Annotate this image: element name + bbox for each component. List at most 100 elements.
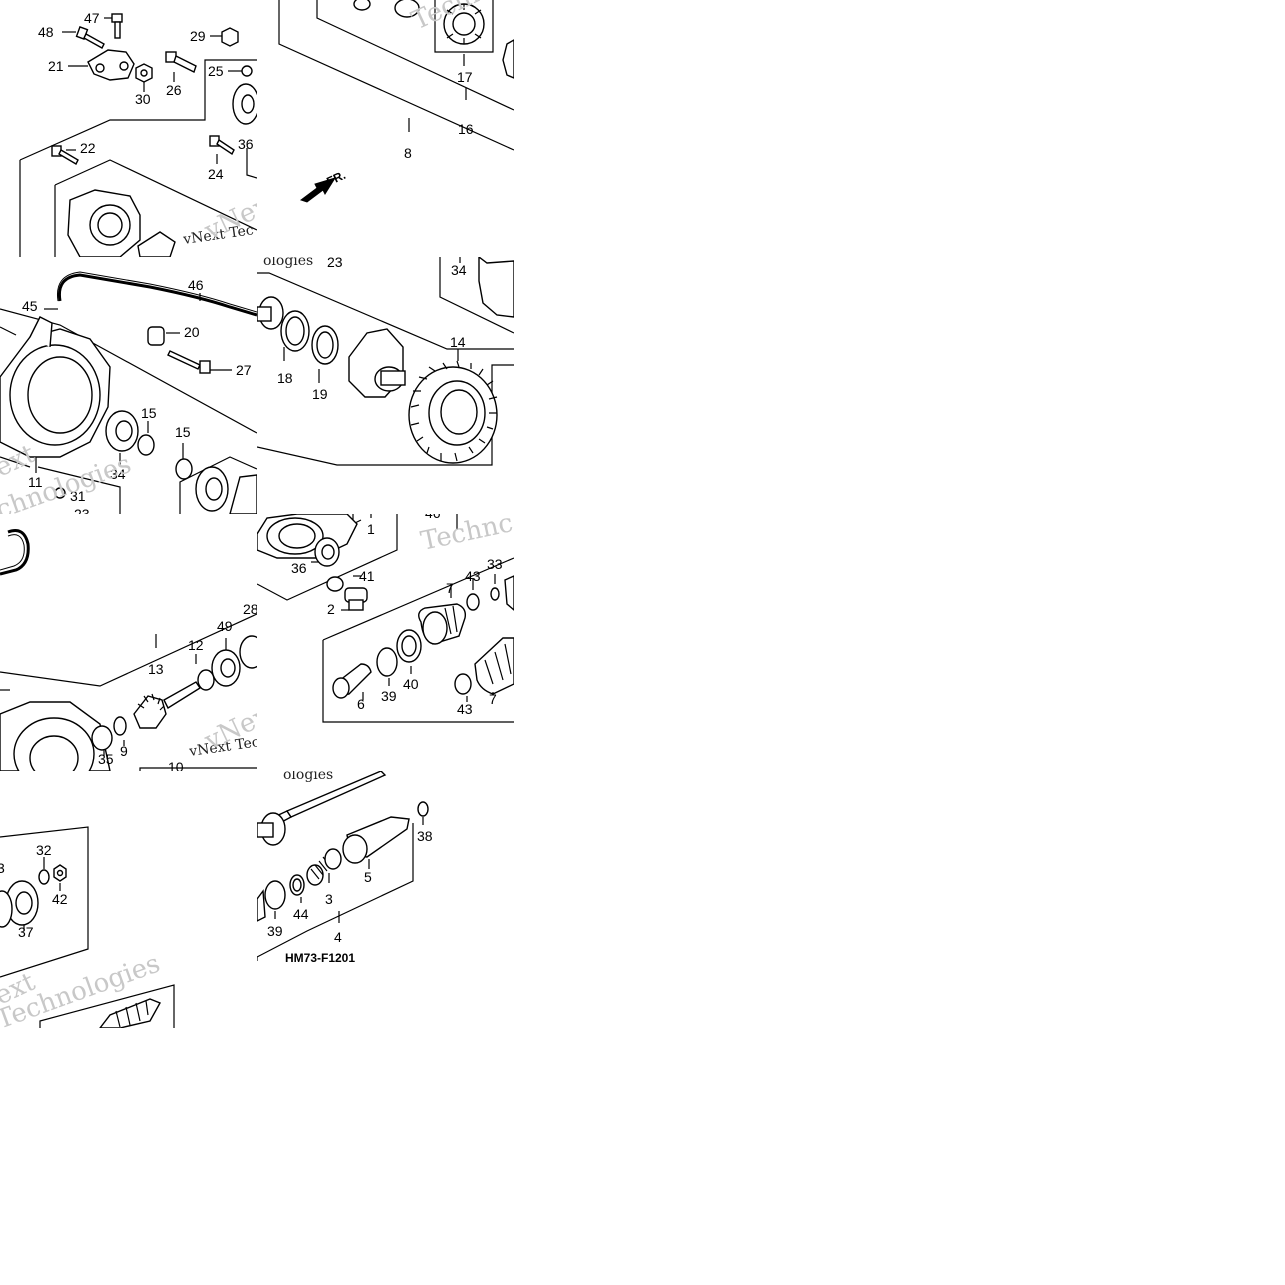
pinion-part bbox=[257, 296, 284, 330]
clip-part-33 bbox=[490, 587, 500, 601]
callout-17: 17 bbox=[457, 69, 473, 85]
bolt-part-48 bbox=[75, 26, 105, 49]
callout-15: 15 bbox=[175, 424, 191, 440]
ring-part-39 bbox=[376, 647, 398, 677]
case-part bbox=[478, 257, 514, 318]
callout-46: 46 bbox=[188, 277, 204, 293]
callout-28: 28 bbox=[243, 601, 257, 617]
collar-part-20 bbox=[147, 326, 165, 346]
callout-33: 33 bbox=[487, 556, 503, 572]
bearing-part-35 bbox=[91, 725, 113, 751]
bolt-part-47 bbox=[111, 13, 123, 39]
callout-42: 42 bbox=[52, 891, 68, 907]
boot-part-7b bbox=[474, 637, 514, 695]
case-part-11 bbox=[0, 316, 111, 458]
washer-part-32 bbox=[38, 869, 50, 885]
pinion-gear-part-13 bbox=[133, 681, 201, 729]
case-part-10 bbox=[0, 701, 111, 771]
callout-30: 30 bbox=[135, 91, 151, 107]
callout-29: 29 bbox=[190, 28, 206, 44]
diagram-tile-3: 45 46 20 27 15 15 34 11 31 23 ext chnolo… bbox=[0, 257, 257, 514]
spring-part-3 bbox=[306, 848, 342, 886]
callout-36: 36 bbox=[291, 560, 307, 576]
diagram-code: HM73-F1201 bbox=[285, 951, 355, 965]
bolt-part-24 bbox=[209, 135, 235, 156]
diagram-tile-5: 13 12 49 28 9 35 10 vNext Tec vNext bbox=[0, 514, 257, 771]
callout-13: 13 bbox=[148, 661, 164, 677]
joint-part bbox=[257, 812, 286, 846]
bolt-part-26 bbox=[165, 51, 197, 73]
front-direction-arrow-icon bbox=[299, 177, 337, 203]
watermark-text: ologies bbox=[283, 771, 333, 783]
callout-26: 26 bbox=[166, 82, 182, 98]
callout-2: 2 bbox=[327, 601, 335, 617]
bolt-part-27 bbox=[167, 350, 211, 374]
callout-45: 45 bbox=[22, 298, 38, 314]
diagram-tile-1: 47 48 21 29 25 30 26 22 24 36 vNext Tec … bbox=[0, 0, 257, 257]
callout-14: 14 bbox=[450, 334, 466, 350]
callout-32: 32 bbox=[36, 842, 52, 858]
callout-23: 23 bbox=[327, 257, 343, 270]
bearing-part-36 bbox=[232, 83, 257, 125]
callout-37: 37 bbox=[18, 924, 34, 940]
callout-9: 9 bbox=[120, 743, 128, 759]
bearing-part-49 bbox=[211, 649, 241, 687]
ring-part-9 bbox=[113, 716, 127, 736]
callout-6: 6 bbox=[357, 696, 365, 712]
callout-4: 4 bbox=[334, 929, 342, 945]
diagram-tile-6: 1 36 41 2 7 43 33 39 40 6 43 7 46 Technc bbox=[257, 514, 514, 771]
ring-part-41 bbox=[326, 576, 344, 592]
callout-23: 23 bbox=[74, 506, 90, 514]
callout-7: 7 bbox=[446, 580, 454, 596]
ring-part-39 bbox=[264, 880, 286, 910]
gear-part-17 bbox=[443, 3, 485, 45]
callout-43: 43 bbox=[465, 568, 481, 584]
shaft-part bbox=[99, 998, 161, 1028]
callout-5: 5 bbox=[364, 869, 372, 885]
housing-part bbox=[67, 189, 176, 257]
nut-part-30 bbox=[135, 63, 153, 83]
callout-27: 27 bbox=[236, 362, 252, 378]
callout-49: 49 bbox=[217, 618, 233, 634]
diagram-tile-8: 38 5 44 3 39 4 HM73-F1201 ologies bbox=[257, 771, 514, 1028]
callout-7: 7 bbox=[489, 691, 497, 707]
callout-38: 38 bbox=[417, 828, 433, 844]
callout-39: 39 bbox=[381, 688, 397, 704]
callout-25: 25 bbox=[208, 63, 224, 79]
callout-11: 11 bbox=[28, 474, 43, 490]
bracket-part-21 bbox=[87, 49, 135, 81]
callout-41: 41 bbox=[359, 568, 375, 584]
bearing-part-37 bbox=[0, 880, 39, 928]
bolt-part-29 bbox=[221, 27, 239, 47]
callout-12: 12 bbox=[188, 637, 204, 653]
callout-20: 20 bbox=[184, 324, 200, 340]
callout-40: 40 bbox=[403, 676, 419, 692]
differential-case-part bbox=[348, 328, 406, 398]
callout-47: 47 bbox=[84, 10, 100, 26]
callout-34: 34 bbox=[110, 466, 126, 482]
clip-part-38 bbox=[417, 801, 429, 817]
callout-3: 3 bbox=[325, 891, 333, 907]
ring-gear-part-14 bbox=[408, 360, 498, 464]
shaft-part-6 bbox=[332, 663, 372, 699]
watermark-text: ologies bbox=[263, 257, 313, 269]
callout-21: 21 bbox=[48, 58, 64, 74]
callout-43: 43 bbox=[457, 701, 473, 717]
tube-part bbox=[0, 529, 30, 576]
callout-35: 35 bbox=[98, 751, 114, 767]
callout-16: 16 bbox=[458, 121, 474, 137]
bolt-part-25 bbox=[241, 65, 253, 77]
diagram-tile-7: 32 42 37 3 ext Technologies bbox=[0, 771, 257, 1028]
callout-39: 39 bbox=[267, 923, 283, 939]
case-part-1 bbox=[257, 514, 358, 559]
diagram-tile-4: 23 34 18 19 14 ologies bbox=[257, 257, 514, 514]
bolt-part-22 bbox=[51, 145, 79, 165]
callout-3: 3 bbox=[0, 860, 5, 876]
diagram-tile-2: FR. 17 16 8 Technologies bbox=[257, 0, 514, 257]
breather-tube-part-46 bbox=[56, 271, 257, 317]
callout-31: 31 bbox=[70, 488, 86, 504]
boot-part-5 bbox=[342, 816, 410, 864]
washer-part-12 bbox=[197, 669, 215, 691]
bearing-part-36 bbox=[314, 537, 340, 567]
callout-24: 24 bbox=[208, 166, 224, 182]
